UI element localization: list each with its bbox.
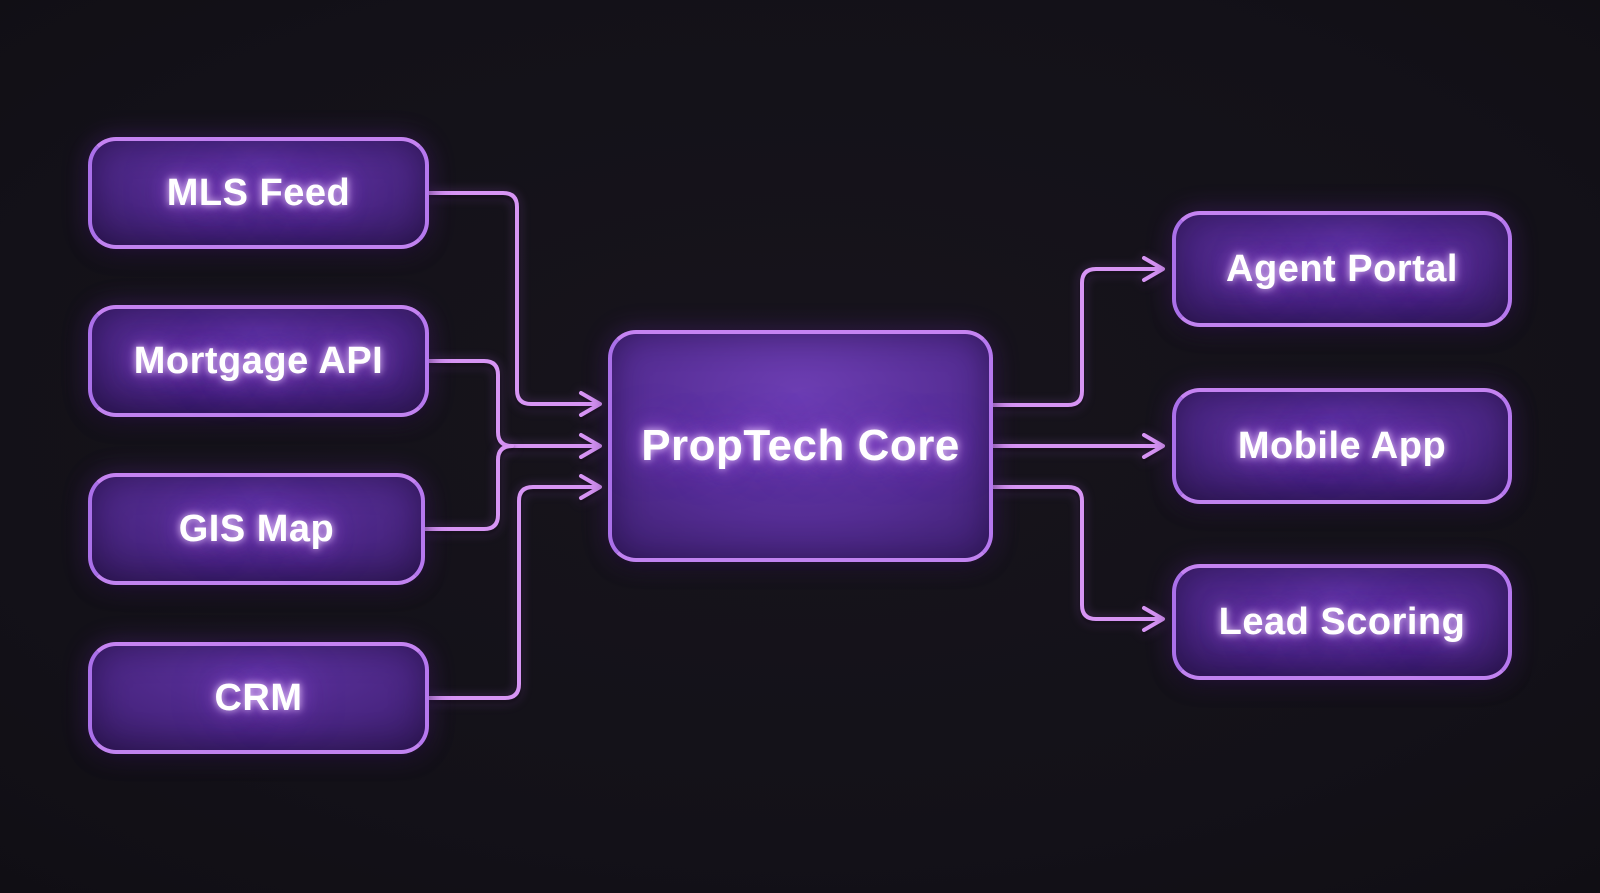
node-lead-scoring-label: Lead Scoring [1218,600,1466,643]
node-lead-scoring: Lead Scoring [1172,564,1512,680]
edge-core-to-agent-portal [991,256,1165,407]
node-crm-label: CRM [214,676,303,719]
node-mortgage-api: Mortgage API [88,305,429,417]
edge-gis-map-to-core [423,444,514,531]
node-crm: CRM [88,642,429,754]
edge-crm-to-core [427,474,602,700]
node-mls-feed-label: MLS Feed [166,171,351,214]
node-mobile-app: Mobile App [1172,388,1512,504]
edge-core-to-mobile-app [991,433,1165,459]
node-agent-portal-label: Agent Portal [1226,247,1458,290]
node-gis-map-label: GIS Map [178,507,335,550]
edge-mls-feed-to-core [427,191,602,417]
node-agent-portal: Agent Portal [1172,211,1512,327]
node-mobile-app-label: Mobile App [1237,424,1447,467]
node-gis-map: GIS Map [88,473,425,585]
edge-mortgage-api-to-core [427,359,602,459]
node-proptech-core-label: PropTech Core [641,421,960,470]
node-proptech-core: PropTech Core [608,330,993,562]
edge-core-to-lead-scoring [991,485,1165,632]
node-mortgage-api-label: Mortgage API [133,339,384,382]
node-mls-feed: MLS Feed [88,137,429,249]
